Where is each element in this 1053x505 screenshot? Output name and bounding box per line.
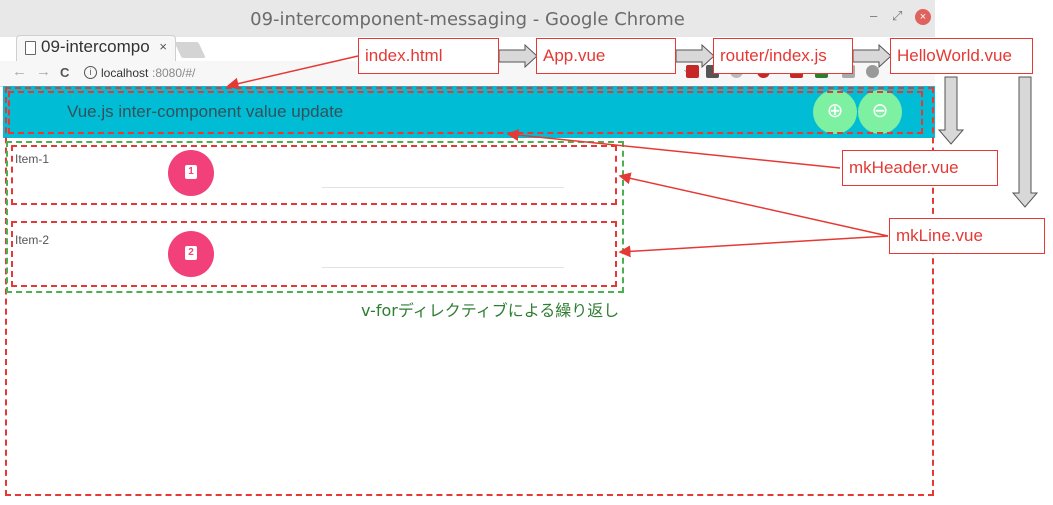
increment-button[interactable]: ⊕ — [813, 90, 857, 134]
close-window-icon[interactable]: × — [915, 9, 931, 25]
mkline-region — [11, 221, 617, 287]
info-icon[interactable]: i — [84, 66, 97, 79]
mkheader-region — [8, 91, 923, 134]
line-text-input[interactable] — [322, 267, 564, 268]
window-title: 09-intercomponent-messaging - Google Chr… — [250, 9, 685, 30]
reload-icon[interactable]: C — [60, 65, 70, 80]
mkline-region — [11, 145, 617, 205]
header-title: Vue.js inter-component value update — [67, 102, 344, 121]
flow-arrow-down — [937, 76, 965, 145]
flow-arrow-right — [498, 43, 538, 69]
line-number-badge: 1 — [168, 150, 214, 196]
address-bar[interactable]: i localhost :8080/#/ — [80, 64, 320, 82]
browser-tab[interactable]: 09-intercompo × — [16, 35, 176, 62]
flow-arrow-down — [1011, 76, 1039, 208]
vfor-caption: v-forディレクティブによる繰り返し — [361, 301, 620, 320]
decrement-button[interactable]: ⊖ — [858, 90, 902, 134]
url-path: :8080/#/ — [152, 66, 196, 80]
label-router-index: router/index.js — [713, 38, 853, 74]
url-host: localhost — [101, 66, 149, 80]
tab-title: 09-intercompo — [41, 37, 150, 56]
vfor-region — [6, 141, 624, 293]
tab-close-icon[interactable]: × — [159, 39, 167, 54]
line-number-badge: 2 — [168, 231, 214, 277]
badge-number: 1 — [185, 165, 197, 179]
flow-arrow-right — [852, 43, 892, 69]
flow-arrow-right — [675, 43, 715, 69]
arrow-mkline-1 — [618, 172, 889, 237]
back-icon[interactable]: ← — [12, 63, 27, 80]
label-mkline-vue: mkLine.vue — [889, 218, 1045, 254]
line-label: Item-1 — [15, 152, 50, 166]
minimize-icon[interactable]: – — [870, 8, 878, 23]
label-app-vue: App.vue — [536, 38, 676, 74]
forward-icon[interactable]: → — [36, 63, 51, 80]
app-header: Vue.js inter-component value update ⊕ ⊖ — [3, 86, 935, 138]
extension-icon[interactable] — [866, 65, 879, 78]
restore-icon[interactable]: ⤢ — [892, 8, 903, 23]
window-titlebar: 09-intercomponent-messaging - Google Chr… — [0, 0, 935, 37]
label-mkheader-vue: mkHeader.vue — [842, 150, 998, 186]
arrow-mkheader — [506, 129, 841, 169]
label-index-html: index.html — [358, 38, 499, 74]
page-icon — [25, 41, 36, 55]
arrow-mkline-2 — [618, 235, 889, 258]
line-label: Item-2 — [15, 233, 50, 247]
arrow-index-html — [226, 55, 359, 90]
label-helloworld-vue: HelloWorld.vue — [890, 38, 1033, 74]
line-text-input[interactable] — [322, 187, 564, 188]
badge-number: 2 — [185, 246, 197, 260]
extension-icon[interactable] — [686, 65, 699, 78]
